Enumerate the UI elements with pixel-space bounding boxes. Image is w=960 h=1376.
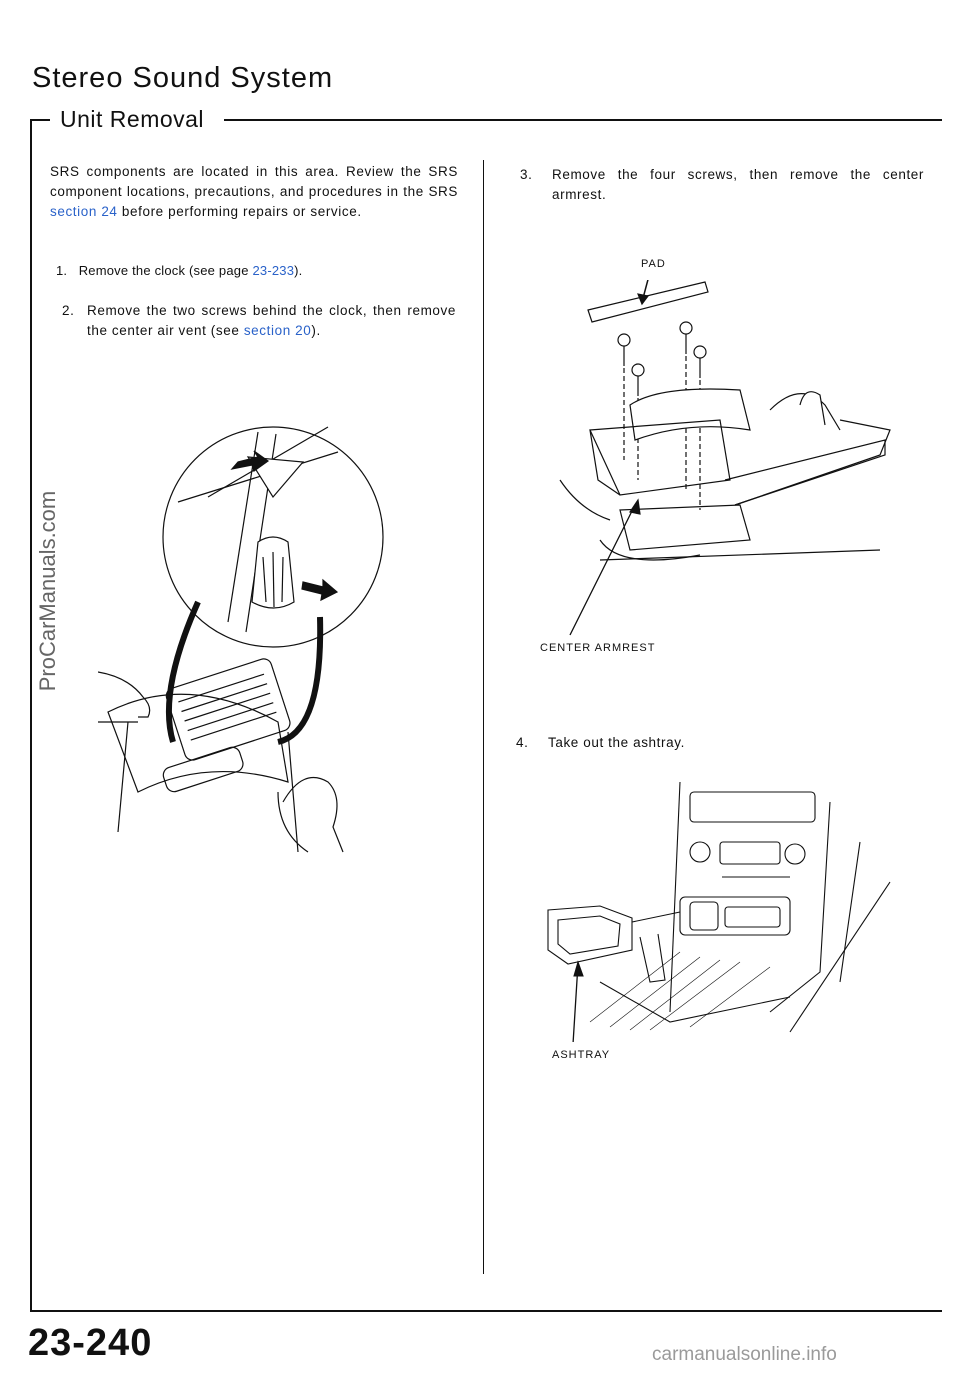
step-2-text: Remove the two screws behind the clock, … [87,301,456,341]
step-1: 1. Remove the clock (see page 23-233). [56,261,456,281]
header-rule [224,119,942,121]
header-rule-left-tick [30,119,50,121]
left-margin-rule [30,119,32,1311]
page-number: 23-240 [28,1322,153,1364]
center-armrest-label: CENTER ARMREST [540,642,656,654]
step-1-number: 1. [56,263,68,278]
center-armrest-illustration [540,280,900,640]
step-3-text: Remove the four screws, then remove the … [552,167,924,202]
detail-magnifier-circle [163,427,383,647]
section-20-link[interactable]: section 20 [243,323,312,338]
watermark-left: ProCarManuals.com [35,490,60,692]
step-3-number: 3. [520,167,533,182]
page-23-233-link[interactable]: 23-233 [252,263,295,278]
step-4-text: Take out the ashtray. [548,735,685,750]
step-2-text-before: Remove the two screws behind the clock, … [87,303,456,338]
step-2-text-after: ). [311,323,321,338]
step-2-number: 2. [62,303,75,318]
section-24-link[interactable]: section 24 [50,204,118,219]
screw-icons [618,322,706,396]
section-heading: Unit Removal [60,106,205,132]
page-title: Stereo Sound System [32,62,334,94]
step-4: 4. Take out the ashtray. [516,733,816,753]
column-divider [483,160,484,1274]
step-3: 3. Remove the four screws, then remove t… [520,165,924,205]
pad-label: PAD [641,258,666,270]
ashtray-illustration [540,782,910,1042]
intro-paragraph: SRS components are located in this area.… [50,162,458,222]
step-1-text-before: Remove the clock (see page [78,263,253,278]
ashtray-label: ASHTRAY [552,1049,611,1061]
intro-text-after: before performing repairs or service. [117,204,362,219]
step-1-text-after: ). [294,263,303,278]
pull-arrow-icon [232,451,268,471]
pad-part [588,282,708,322]
air-vent-removal-illustration [98,412,388,862]
footer-rule [30,1310,942,1312]
step-4-number: 4. [516,735,529,750]
pry-arrow-icon [302,580,337,600]
intro-text-before: SRS components are located in this area.… [50,164,458,199]
step-2: 2. Remove the two screws behind the cloc… [62,301,456,341]
watermark-bottom: carmanualsonline.info [652,1344,837,1365]
